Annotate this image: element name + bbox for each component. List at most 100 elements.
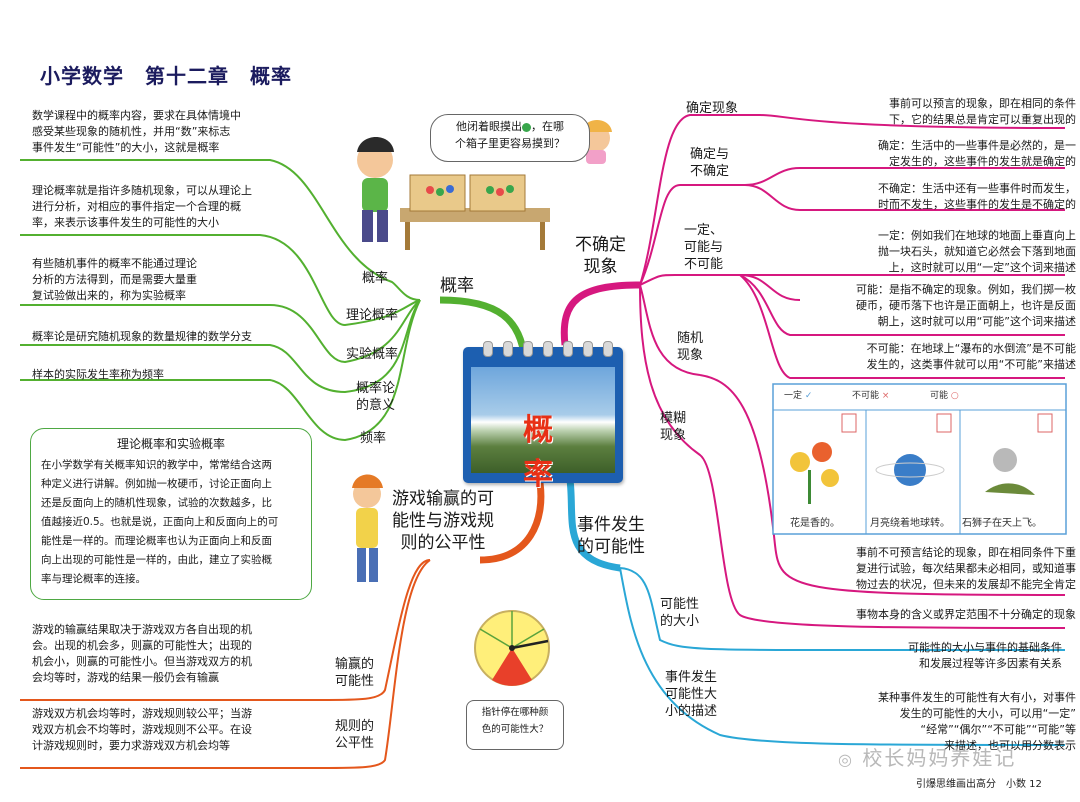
- label-lilun-gailv: 理论概率: [346, 308, 399, 323]
- text-line: 感受某些现象的随机性，并用“数”来标志: [32, 125, 231, 138]
- branch-youxi: 游戏输赢的可 能性与游戏规 则的公平性: [392, 488, 494, 554]
- text-line: 机会小，则赢的可能性小。但当游戏双方的机: [32, 655, 252, 668]
- text-line: 下，它的结果总是肯定可以重复出现的: [889, 113, 1076, 126]
- chip-keneng: 可能 ○: [930, 389, 959, 403]
- text-line: 数学课程中的概率内容，要求在具体情境中: [32, 109, 241, 122]
- text-line: 硬币，硬币落下也许是正面朝上，也许是反面: [856, 299, 1076, 312]
- label-gailv: 概率: [362, 271, 389, 286]
- text-line: 事前不可预言结论的现象，即在相同条件下重: [856, 546, 1076, 559]
- text-line: 会。出现的机会多，则赢的可能性大；出现的: [32, 639, 252, 652]
- green-ball-icon: [522, 122, 531, 132]
- label-line: 随机: [677, 331, 704, 346]
- watermark: ◎ 校长妈妈养娃记: [838, 742, 1016, 771]
- theory-prob-text: 理论概率就是指许多随机现象，可以从理论上 进行分析，对相应的事件指定一个合理的概…: [32, 183, 252, 231]
- box-illustration: [400, 174, 550, 250]
- label-line: 的意义: [356, 398, 396, 413]
- text-line: 复试验做出来的，称为实验概率: [32, 289, 186, 302]
- spinner-disc: [474, 610, 550, 686]
- label-line: 能性与游戏规: [392, 511, 494, 531]
- keneng-desc-text: 可能：是指不确定的现象。例如，我们掷一枚 硬币，硬币落下也许是正面朝上，也许是反…: [784, 282, 1076, 330]
- text-line: 发生的可能性的大小，可以用“一定”: [899, 707, 1076, 720]
- label-queding-buqueding: 确定与 不确定: [690, 146, 729, 180]
- box-title: 理论概率和实验概率: [116, 437, 225, 451]
- text-line: 分析的方法得到，而是需要大量重: [32, 273, 197, 286]
- text-line: 向上出现的可能性是一样的，由此，建立了实验概: [41, 554, 272, 566]
- text-line: 不确定：生活中还有一些事件时而发生，: [878, 182, 1076, 195]
- label-line: 现象: [660, 428, 687, 443]
- guize-text: 游戏双方机会均等时，游戏规则较公平；当游 戏双方机会不均等时，游戏规则不公平。在…: [32, 706, 252, 754]
- speech-bubble-spinner: 指针停在哪种颜 色的可能性大？: [466, 700, 564, 750]
- text-line: “经常”“偶尔”“不可能”“可能”等: [920, 723, 1076, 736]
- bubble-line: 他闭着眼摸出 ，在哪: [435, 118, 585, 135]
- speech-bubble-top: 他闭着眼摸出，在哪 个箱子里更容易摸到？: [430, 114, 590, 162]
- label-line: 输赢的: [335, 657, 375, 672]
- label-line: 小的描述: [665, 704, 718, 719]
- label-line: 确定与: [690, 147, 730, 162]
- text-line: 物过去的状况，但未来的发展却不能完全肯定: [856, 578, 1076, 591]
- label-suiji: 随机 现象: [677, 330, 703, 364]
- bubble-line: 色的可能性大？: [481, 724, 549, 735]
- text-line: 发生的，这类事件就可以用“不可能”来描述: [866, 358, 1076, 371]
- text-line: 可能：是指不确定的现象。例如，我们掷一枚: [856, 283, 1076, 296]
- text-line: 游戏的输赢结果取决于游戏双方各自出现的机: [32, 623, 252, 636]
- label-line: 现象: [677, 348, 704, 363]
- cap-boy-figure: [352, 474, 383, 582]
- page-footer: 引爆思维画出高分 小数 12: [916, 779, 1042, 790]
- theory-experiment-box: 理论概率和实验概率 在小学数学有关概率知识的教学中，常常结合这两 种定义进行讲解…: [30, 428, 312, 600]
- yiding-desc-text: 一定：例如我们在地球的地面上垂直向上 抛一块石头，就知道它必然会下落到地面 上，…: [808, 228, 1076, 276]
- binder-ring: [583, 341, 593, 357]
- text-line: 事前可以预言的现象，即在相同的条件: [889, 97, 1076, 110]
- label-keneng-daxiao: 可能性 的大小: [660, 596, 699, 630]
- cross-icon: ×: [881, 391, 890, 401]
- text-line: 计游戏规则时，要力求游戏双方机会均等: [32, 739, 230, 752]
- text-line: 可能性的大小与事件的基础条件: [908, 641, 1062, 654]
- label-line: 事件发生: [577, 515, 645, 535]
- label-line: 一定、: [684, 223, 724, 238]
- text-line: 还是反面向上的随机性现象，试验的次数越多，比: [41, 497, 272, 509]
- shijian-miaoshu-text: 某种事件发生的可能性有大有小，对事件 发生的可能性的大小，可以用“一定” “经常…: [808, 690, 1076, 754]
- buqueding-desc-text: 不确定：生活中还有一些事件时而发生， 时而不发生，这些事件的发生是不确定的: [810, 181, 1076, 213]
- binder-ring: [603, 341, 613, 357]
- orange-branch-lines: [20, 482, 545, 769]
- caption-moon: 月亮绕着地球转。: [870, 518, 950, 529]
- caption-flower: 花是香的。: [790, 518, 840, 529]
- text-line: 戏双方机会不均等时，游戏规则不公平。在设: [32, 723, 252, 736]
- text-line: 进行分析，对相应的事件指定一个合理的概: [32, 200, 241, 213]
- text-line: 理论概率就是指许多随机现象，可以从理论上: [32, 184, 252, 197]
- label-shiyan-gailv: 实验概率: [346, 347, 399, 362]
- text-line: 率，来表示该事件发生的可能性的大小: [32, 216, 219, 229]
- center-node: 概 率: [463, 341, 623, 492]
- bubble-text: ，在哪: [531, 120, 564, 133]
- label-gailvlun-yiyi: 概率论 的意义: [356, 380, 395, 414]
- buneng-desc-text: 不可能：在地球上“瀑布的水倒流”是不可能 发生的，这类事件就可以用“不可能”来描…: [790, 341, 1076, 373]
- text-line: 事件发生“可能性”的大小，这就是概率: [32, 141, 220, 154]
- watermark-text: 校长妈妈养娃记: [862, 746, 1017, 770]
- branch-shijian: 事件发生 的可能性: [577, 514, 645, 558]
- label-line: 不可能: [684, 257, 724, 272]
- text-line: 率与理论概率的连接。: [41, 573, 146, 585]
- chip-yiding: 一定 ✓: [784, 389, 812, 403]
- center-label: 概 率: [523, 413, 643, 492]
- text-line: 值越接近0.5。也就是说，正面向上和反面向上的可: [41, 516, 279, 528]
- text-line: 一定：例如我们在地球的地面上垂直向上: [878, 229, 1076, 242]
- text-line: 某种事件发生的可能性有大有小，对事件: [878, 691, 1076, 704]
- frequency-text: 样本的实际发生率称为频率: [32, 368, 164, 381]
- bubble-text: 他闭着眼摸出: [456, 120, 522, 133]
- text-line: 朝上，这时就可以用“可能”这个词来描述: [877, 315, 1076, 328]
- binder-ring: [563, 341, 573, 357]
- label-line: 可能性大: [665, 687, 718, 702]
- label-pinlv: 频率: [360, 431, 387, 446]
- chip-label: 可能: [930, 391, 949, 401]
- text-line: 不可能：在地球上“瀑布的水倒流”是不可能: [866, 342, 1076, 355]
- label-line: 的大小: [660, 614, 700, 629]
- box-body: 在小学数学有关概率知识的教学中，常常结合这两 种定义进行讲解。例如抛一枚硬币，讨…: [41, 456, 301, 589]
- branch-buqueding: 不确定 现象: [575, 234, 626, 278]
- label-line: 游戏输赢的可: [392, 489, 494, 509]
- shuying-text: 游戏的输赢结果取决于游戏双方各自出现的机 会。出现的机会多，则赢的可能性大；出现…: [32, 622, 252, 686]
- gailv-definition-text: 数学课程中的概率内容，要求在具体情境中 感受某些现象的随机性，并用“数”来标志 …: [32, 108, 241, 156]
- bubble-line: 指针停在哪种颜: [481, 707, 549, 718]
- queding-text: 事前可以预言的现象，即在相同的条件 下，它的结果总是肯定可以重复出现的: [818, 96, 1076, 128]
- text-line: 抛一块石头，就知道它必然会下落到地面: [878, 245, 1076, 258]
- cyan-branch-lines: [566, 479, 1066, 746]
- binder-ring: [543, 341, 553, 357]
